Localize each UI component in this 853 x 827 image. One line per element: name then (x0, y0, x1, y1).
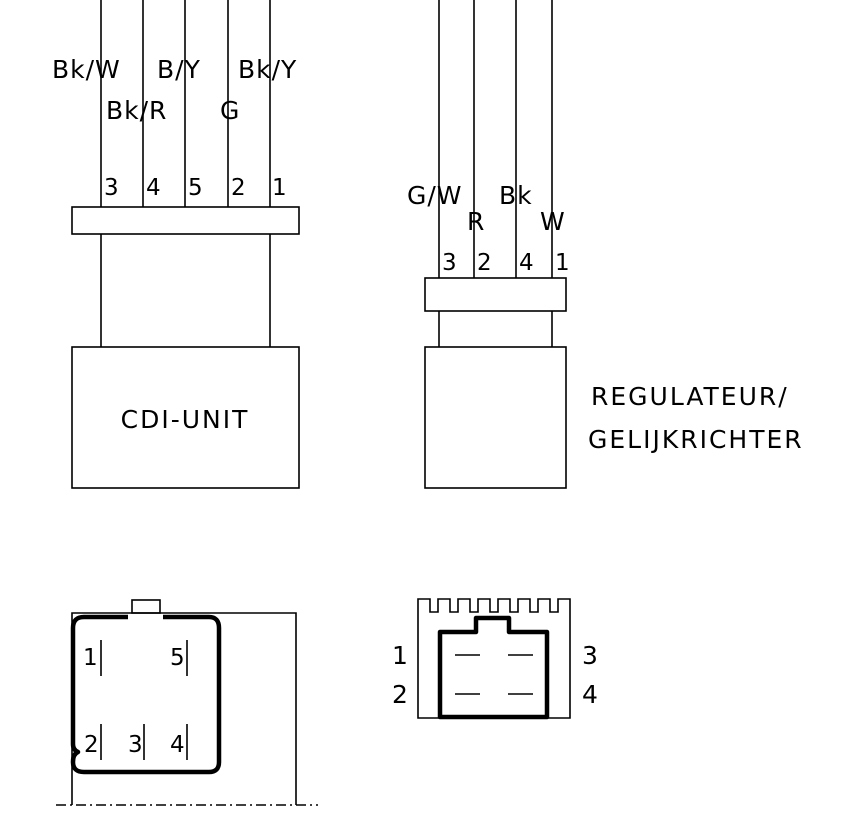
cdi-connector-outline (71, 612, 297, 805)
cdi-wire-label-by: B/Y (157, 55, 201, 84)
cdi-connector-latch (131, 599, 161, 614)
cdi-connector-face: 1 5 2 3 4 (56, 599, 318, 806)
cdi-face-pin-label: 5 (170, 645, 185, 671)
reg-pin-label: 3 (442, 250, 457, 276)
reg-face-label-right: 3 (582, 641, 598, 670)
cdi-pin-label: 2 (231, 175, 246, 201)
cdi-wire-label-bkw: Bk/W (52, 55, 121, 84)
reg-unit-box (424, 346, 567, 489)
cdi-pin-label: 4 (146, 175, 161, 201)
reg-connector-housing (437, 615, 550, 720)
reg-connector-outline (417, 598, 571, 719)
cdi-face-pin-label: 3 (128, 732, 143, 758)
cdi-pin-label: 5 (188, 175, 203, 201)
regulator-group: G/W Bk R W 3 2 4 1 REGULATEUR/ GELIJKRIC… (407, 0, 804, 489)
reg-face-label-left: 2 (392, 680, 408, 709)
cdi-pin-label: 1 (272, 175, 287, 201)
reg-wire-label-r: R (467, 207, 485, 236)
reg-wire-label-gw: G/W (407, 181, 463, 210)
cdi-pin-label: 3 (104, 175, 119, 201)
reg-wire-label-bk: Bk (499, 181, 533, 210)
cdi-face-pin-label: 2 (84, 732, 99, 758)
reg-pin-label: 2 (477, 250, 492, 276)
cdi-unit-label: CDI-UNIT (121, 405, 250, 434)
cdi-connector-plate (71, 206, 300, 235)
cdi-unit-group: Bk/W B/Y Bk/Y Bk/R G 3 4 5 2 1 CDI-UNIT (52, 0, 300, 489)
reg-face-label-right: 4 (582, 680, 598, 709)
reg-label-line2: GELIJKRICHTER (588, 425, 804, 454)
reg-wire-label-w: W (540, 207, 566, 236)
cdi-wire-label-g: G (220, 96, 240, 125)
reg-pin-label: 1 (555, 250, 570, 276)
reg-face-label-left: 1 (392, 641, 408, 670)
cdi-unit-box (71, 346, 300, 489)
cdi-wire-label-bkr: Bk/R (106, 96, 167, 125)
reg-connector-plate (424, 277, 567, 312)
reg-pin-label: 4 (519, 250, 534, 276)
cdi-face-pin-label: 1 (83, 645, 98, 671)
cdi-face-pin-label: 4 (170, 732, 185, 758)
cdi-connector-housing (70, 614, 222, 775)
cdi-wire-label-bky: Bk/Y (238, 55, 297, 84)
regulator-connector-face: 1 2 3 4 (392, 598, 598, 720)
reg-label-line1: REGULATEUR/ (591, 382, 789, 411)
